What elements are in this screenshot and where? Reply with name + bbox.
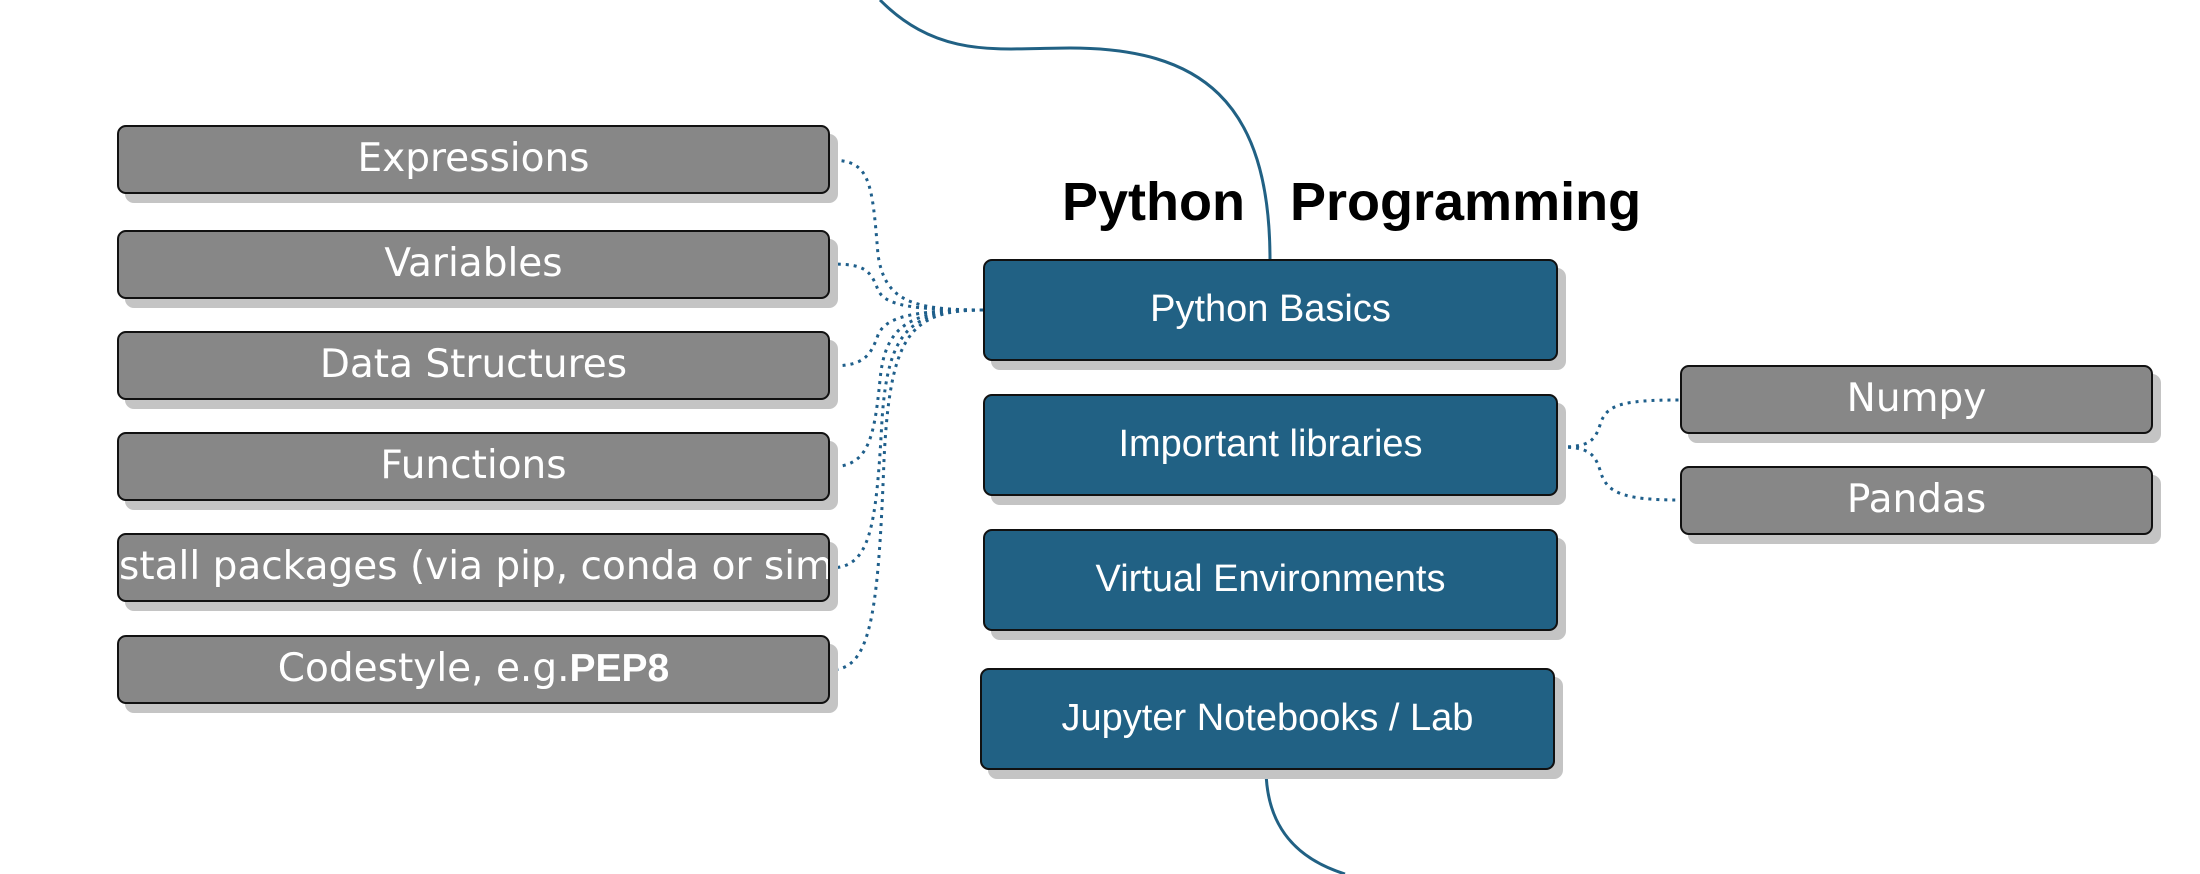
subtopic-label: Functions bbox=[380, 443, 567, 488]
subtopic-label: Variables bbox=[384, 241, 563, 286]
connector-install-packages bbox=[829, 308, 984, 570]
topic-label: Important libraries bbox=[1118, 423, 1423, 465]
connector-expressions bbox=[829, 158, 984, 312]
trunk-connector-top bbox=[878, 0, 1272, 261]
subtopic-label: Data Structures bbox=[319, 342, 628, 387]
connector-variables bbox=[829, 262, 984, 312]
topic-label: Python Basics bbox=[1150, 288, 1391, 330]
subtopic-variables[interactable]: Variables bbox=[117, 230, 830, 299]
subtopic-label: Codestyle, e.g. bbox=[277, 646, 570, 691]
connector-pandas bbox=[1559, 445, 1681, 502]
topic-virtual-environments[interactable]: Virtual Environments bbox=[983, 529, 1558, 631]
subtopic-numpy[interactable]: Numpy bbox=[1680, 365, 2153, 434]
topic-jupyter-notebooks[interactable]: Jupyter Notebooks / Lab bbox=[980, 668, 1555, 770]
subtopic-label: Expressions bbox=[357, 136, 590, 181]
connector-codestyle bbox=[829, 308, 984, 672]
subtopic-data-structures[interactable]: Data Structures bbox=[117, 331, 830, 400]
connector-functions bbox=[829, 308, 984, 469]
subtopic-codestyle[interactable]: Codestyle, e.g. PEP8 bbox=[117, 635, 830, 704]
subtopic-functions[interactable]: Functions bbox=[117, 432, 830, 501]
library-connectors bbox=[1559, 398, 1681, 502]
topic-python-basics[interactable]: Python Basics bbox=[983, 259, 1558, 361]
topic-label: Jupyter Notebooks / Lab bbox=[1061, 697, 1474, 739]
title-word-python: Python bbox=[1062, 172, 1245, 232]
subtopic-label: stall packages (via pip, conda or simila bbox=[119, 544, 830, 589]
title-word-programming: Programming bbox=[1290, 172, 1642, 232]
subtopic-expressions[interactable]: Expressions bbox=[117, 125, 830, 194]
topic-important-libraries[interactable]: Important libraries bbox=[983, 394, 1558, 496]
subtopic-label: Pandas bbox=[1846, 477, 1987, 522]
subtopic-pandas[interactable]: Pandas bbox=[1680, 466, 2153, 535]
subtopic-label: Numpy bbox=[1846, 376, 1987, 421]
basics-connectors bbox=[829, 158, 984, 672]
connector-data-structures bbox=[829, 308, 984, 368]
topic-label: Virtual Environments bbox=[1095, 558, 1446, 600]
subtopic-label-strong: PEP8 bbox=[569, 647, 670, 690]
subtopic-install-packages[interactable]: stall packages (via pip, conda or simila bbox=[117, 533, 830, 602]
trunk-connector-bottom bbox=[1264, 767, 1346, 874]
connector-numpy bbox=[1559, 398, 1681, 449]
